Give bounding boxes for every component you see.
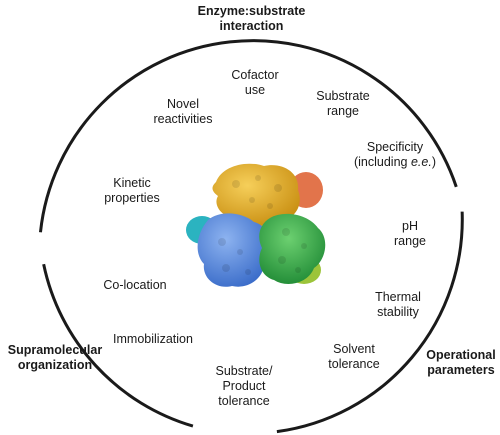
- label-line: Substrate/: [215, 364, 273, 378]
- label-line: Product: [222, 379, 266, 393]
- label-thermal-stability: Thermal stability: [358, 290, 438, 320]
- ring-arc-right: [276, 211, 464, 434]
- subunit-green: [259, 213, 326, 284]
- section-title-line2: organization: [17, 358, 93, 372]
- label-ph-range: pH range: [385, 219, 435, 249]
- label-line: Substrate: [316, 89, 370, 103]
- label-line: pH: [402, 219, 418, 233]
- label-line: Solvent: [333, 342, 375, 356]
- label-specificity: Specificity (including e.e.): [336, 140, 454, 170]
- label-line: Specificity: [366, 140, 424, 154]
- label-solvent-tolerance: Solvent tolerance: [314, 342, 394, 372]
- label-line: reactivities: [153, 112, 213, 126]
- label-line: range: [327, 104, 359, 118]
- label-line: Cofactor: [231, 68, 279, 82]
- subunit-blue: [197, 213, 269, 287]
- section-title-line2: interaction: [219, 19, 284, 33]
- surface-texture: [218, 175, 307, 275]
- label-line: (including e.e.): [336, 155, 454, 170]
- label-italic-text: e.e.: [410, 155, 432, 169]
- label-substrate-range: Substrate range: [303, 89, 383, 119]
- ring-arc-left: [42, 263, 194, 428]
- label-line: stability: [377, 305, 419, 319]
- label-line: tolerance: [218, 394, 270, 408]
- label-line: properties: [104, 191, 160, 205]
- section-title-enzyme-substrate: Enzyme:substrate interaction: [184, 4, 319, 34]
- section-title-supramolecular: Supramolecular organization: [0, 343, 110, 373]
- label-kinetic-properties: Kinetic properties: [92, 176, 172, 206]
- label-text: ): [431, 155, 436, 169]
- label-line: Thermal: [375, 290, 421, 304]
- section-title-line1: Enzyme:substrate: [197, 4, 306, 18]
- label-line: tolerance: [328, 357, 380, 371]
- label-co-location: Co-location: [90, 278, 180, 293]
- ring-arc-top: [38, 39, 458, 233]
- label-line: Novel: [167, 97, 199, 111]
- label-cofactor-use: Cofactor use: [218, 68, 292, 98]
- section-title-line2: parameters: [427, 363, 495, 377]
- label-line: use: [244, 83, 266, 97]
- label-substrate-product-tolerance: Substrate/ Product tolerance: [204, 364, 284, 409]
- label-text: (including: [353, 155, 411, 169]
- label-line: Kinetic: [113, 176, 151, 190]
- label-novel-reactivities: Novel reactivities: [143, 97, 223, 127]
- enzyme-structure-image: [186, 163, 326, 287]
- label-line: range: [394, 234, 426, 248]
- subunit-orange: [212, 163, 300, 226]
- section-title-operational: Operational parameters: [420, 348, 500, 378]
- label-immobilization: Immobilization: [103, 332, 203, 347]
- label-line: Co-location: [103, 278, 167, 292]
- label-line: Immobilization: [113, 332, 193, 346]
- section-title-line1: Supramolecular: [7, 343, 103, 357]
- section-title-line1: Operational: [426, 348, 496, 362]
